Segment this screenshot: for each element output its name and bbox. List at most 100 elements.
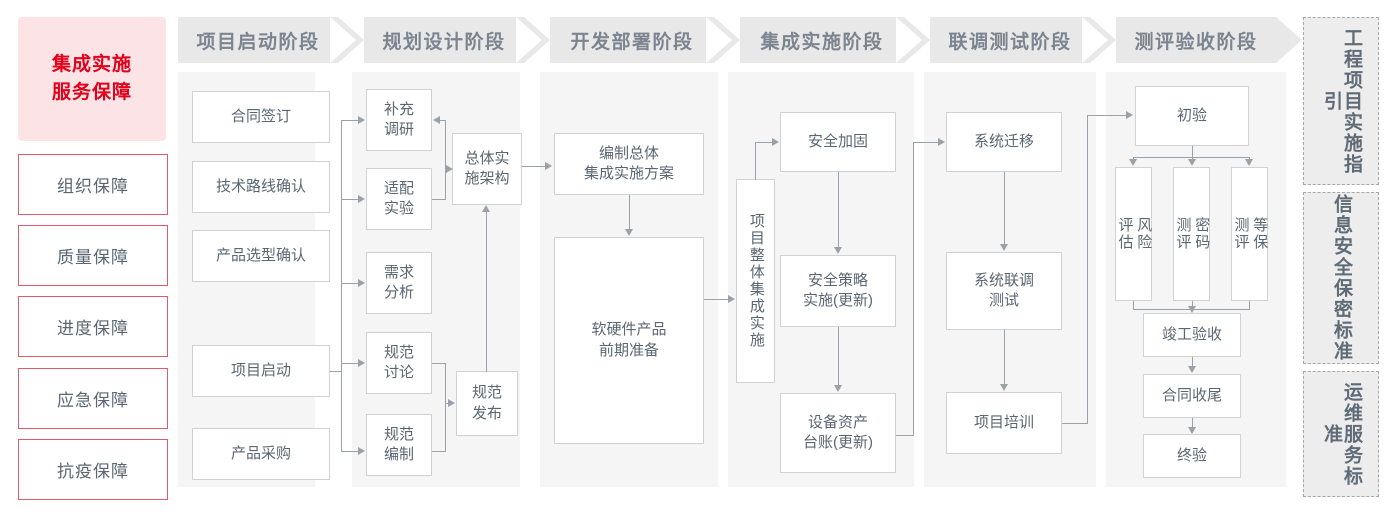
phase-title: 开发部署阶段 — [570, 31, 694, 53]
node-completion-acceptance[interactable]: 竣工验收 — [1143, 313, 1241, 357]
hero-panel-integration-service-guarantee: 集成实施 服务保障 — [18, 17, 166, 141]
node-spec-release[interactable]: 规范发布 — [456, 371, 518, 436]
arrowhead-to-overall-integration — [728, 295, 735, 303]
node-label: 规范讨论 — [383, 343, 414, 381]
arrowhead-to-requirement-analysis — [358, 279, 365, 287]
node-equipment-asset-ledger[interactable]: 设备资产台账(更新) — [780, 393, 896, 473]
node-security-policy-implementation[interactable]: 安全策略实施(更新) — [780, 255, 896, 327]
node-overall-project-integration[interactable]: 项目整体集成实施 — [736, 179, 775, 383]
node-system-joint-debug-test[interactable]: 系统联调测试 — [946, 252, 1062, 330]
node-product-procurement[interactable]: 产品采购 — [192, 428, 330, 480]
node-label: 需求分析 — [383, 263, 414, 301]
node-product-selection-confirm[interactable]: 产品选型确认 — [192, 230, 330, 282]
node-overall-implementation-architecture[interactable]: 总体实施架构 — [452, 133, 522, 205]
connector-to-requirement-analysis — [341, 283, 359, 285]
connector-to-system-migration — [913, 142, 939, 144]
phase-header-2[interactable]: 规划设计阶段 — [364, 17, 524, 63]
connector-to-supplementary-research — [341, 120, 359, 122]
connector-preparation-to-integration — [704, 299, 730, 301]
node-contract-signing[interactable]: 合同签订 — [192, 91, 330, 143]
connector-kickoff-trunk — [330, 371, 342, 373]
connector-to-preliminary-acceptance — [1087, 115, 1127, 117]
phase-title: 联调测试阶段 — [948, 31, 1072, 53]
phase-title: 项目启动阶段 — [196, 31, 320, 53]
phase-header-4[interactable]: 集成实施阶段 — [740, 17, 904, 63]
node-preliminary-acceptance[interactable]: 初验 — [1135, 86, 1249, 146]
node-classified-protection-evaluation[interactable]: 等保测评 — [1231, 167, 1268, 301]
connector-cp-down — [1249, 301, 1251, 310]
arrowhead-to-joint-test — [1000, 244, 1008, 251]
node-label: 软硬件产品前期准备 — [591, 321, 667, 359]
node-label: 产品采购 — [230, 444, 291, 462]
connector-training-right — [1062, 423, 1088, 425]
connector-spec-drafting-out — [432, 451, 446, 453]
connector-acceptance-fanout — [1133, 157, 1250, 159]
node-label: 项目培训 — [973, 413, 1034, 431]
node-draft-overall-integration-plan[interactable]: 编制总体集成实施方案 — [554, 133, 704, 195]
node-spec-discussion[interactable]: 规范讨论 — [366, 332, 432, 394]
arrowhead-to-integration-plan — [545, 162, 552, 170]
node-tech-route-confirm[interactable]: 技术路线确认 — [192, 161, 330, 213]
guarantee-label: 抗疫保障 — [57, 462, 129, 481]
hero-line-2: 服务保障 — [51, 82, 132, 103]
arrowhead-to-preparation — [625, 229, 633, 236]
connector-hardening-to-policy — [838, 172, 840, 248]
node-label: 终验 — [1176, 446, 1207, 464]
node-system-migration[interactable]: 系统迁移 — [946, 112, 1062, 172]
arrowhead-to-spec-discussion — [358, 359, 365, 367]
standard-label: 运维服务标准 — [1321, 381, 1362, 487]
node-project-kickoff[interactable]: 项目启动 — [192, 345, 330, 397]
node-adaptation-experiment[interactable]: 适配实验 — [366, 168, 432, 230]
node-label: 适配实验 — [383, 179, 414, 217]
arrowhead-to-crypto-eval — [1188, 159, 1196, 166]
phase-header-1[interactable]: 项目启动阶段 — [178, 17, 338, 63]
arrowhead-to-final-acceptance — [1188, 427, 1196, 434]
guarantee-item-organization[interactable]: 组织保障 — [18, 154, 168, 215]
arrowhead-to-system-migration — [938, 138, 945, 146]
standard-panel-security-confidentiality[interactable]: 信息安全保密标准 — [1303, 192, 1379, 364]
node-cryptography-evaluation[interactable]: 密码测评 — [1173, 167, 1210, 301]
node-risk-assessment[interactable]: 风险评估 — [1115, 167, 1152, 301]
guarantee-item-epidemic[interactable]: 抗疫保障 — [18, 439, 168, 500]
standard-panel-operations-service[interactable]: 运维服务标准 — [1303, 371, 1379, 497]
node-label: 技术路线确认 — [215, 177, 306, 195]
phase-header-5[interactable]: 联调测试阶段 — [930, 17, 1090, 63]
guarantee-item-schedule[interactable]: 进度保障 — [18, 296, 168, 357]
connector-ledger-up — [913, 142, 915, 436]
phase-title: 测评验收阶段 — [1134, 31, 1258, 53]
phase-header-3[interactable]: 开发部署阶段 — [550, 17, 714, 63]
node-spec-drafting[interactable]: 规范编制 — [366, 414, 432, 476]
connector-spec-bracket-vert — [445, 363, 447, 452]
standard-label: 工程项目实施指引 — [1321, 27, 1362, 175]
connector-joint-test-to-training — [1004, 330, 1006, 385]
node-label: 安全策略实施(更新) — [803, 271, 873, 309]
connector-arch-bracket-vert — [445, 120, 447, 200]
node-supplementary-research[interactable]: 补充调研 — [366, 89, 432, 151]
connector-arch-to-plan — [522, 166, 546, 168]
arrowhead-to-risk-assessment — [1129, 159, 1137, 166]
node-project-training[interactable]: 项目培训 — [946, 392, 1062, 454]
phase-title: 规划设计阶段 — [382, 31, 506, 53]
node-hardware-software-preparation[interactable]: 软硬件产品前期准备 — [554, 237, 704, 444]
guarantee-item-emergency[interactable]: 应急保障 — [18, 368, 168, 429]
node-security-hardening[interactable]: 安全加固 — [780, 112, 896, 172]
arrowhead-to-completion-acceptance — [1188, 306, 1196, 313]
guarantee-label: 应急保障 — [57, 391, 129, 410]
guarantee-item-quality[interactable]: 质量保障 — [18, 225, 168, 286]
connector-integration-up — [755, 142, 757, 180]
chevron-icon-6 — [1276, 17, 1302, 63]
standard-panel-engineering-guideline[interactable]: 工程项目实施指引 — [1303, 17, 1379, 185]
connector-plan-to-preparation — [629, 195, 631, 230]
phase-header-6[interactable]: 测评验收阶段 — [1116, 17, 1276, 63]
node-label: 总体实施架构 — [464, 149, 510, 187]
arrowhead-to-overall-architecture — [446, 165, 453, 173]
arrowhead-to-project-training — [1000, 384, 1008, 391]
node-contract-closeout[interactable]: 合同收尾 — [1143, 374, 1241, 418]
connector-migration-to-joint-test — [1004, 172, 1006, 245]
node-label: 规范发布 — [471, 384, 502, 422]
connector-integration-to-hardening — [755, 142, 773, 144]
connector-spec-discussion-out — [432, 363, 446, 365]
node-final-acceptance[interactable]: 终验 — [1143, 434, 1241, 478]
node-requirement-analysis[interactable]: 需求分析 — [366, 252, 432, 314]
